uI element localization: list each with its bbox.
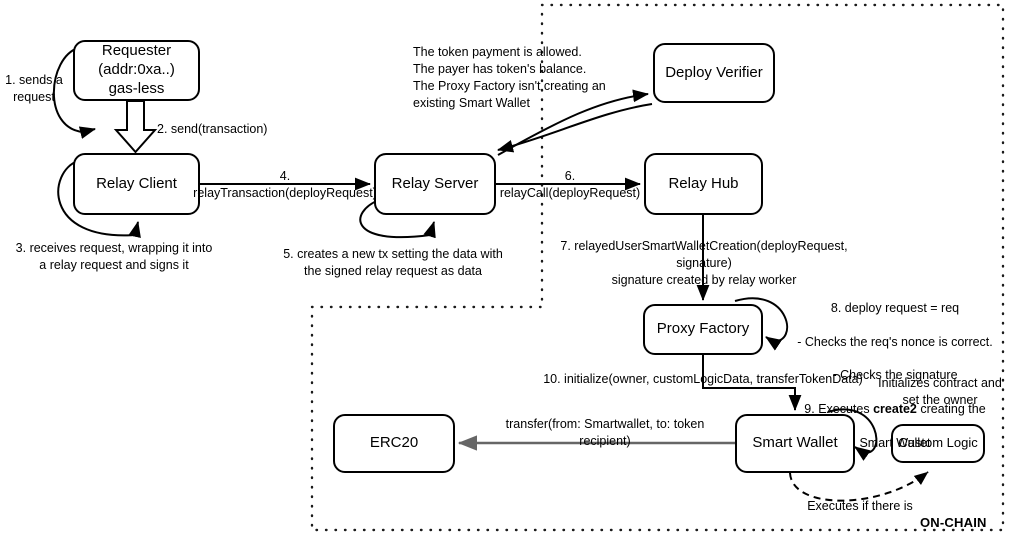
edge-smart-wallet-self bbox=[827, 408, 878, 461]
node-relay-client-label: Relay Client bbox=[96, 174, 177, 192]
node-smart-wallet[interactable]: Smart Wallet bbox=[735, 414, 855, 473]
label-step2: 2. send(transaction) bbox=[157, 122, 268, 136]
edge-step3 bbox=[57, 160, 141, 239]
label-transfer: transfer(from: Smartwallet, to: token re… bbox=[505, 417, 705, 448]
note-proxy-factory-line3: - Checks the signature bbox=[832, 368, 958, 383]
edge-step1 bbox=[52, 47, 96, 139]
node-proxy-factory-label: Proxy Factory bbox=[656, 320, 750, 338]
node-relay-hub-label: Relay Hub bbox=[668, 174, 739, 192]
label-initializes-contract: Initializes contract and set the owner bbox=[878, 376, 1002, 407]
node-requester-label: Requester (addr:0xa..) gas-less bbox=[98, 42, 175, 97]
node-deploy-verifier-label: Deploy Verifier bbox=[665, 63, 763, 81]
label-step5: 5. creates a new tx setting the data wit… bbox=[283, 247, 503, 278]
node-erc20-label: ERC20 bbox=[369, 434, 419, 452]
node-requester[interactable]: Requester (addr:0xa..) gas-less bbox=[73, 40, 200, 101]
note-proxy-factory-line4-pre: 9. Executes bbox=[804, 402, 874, 417]
node-smart-wallet-label: Smart Wallet bbox=[752, 434, 838, 452]
node-relay-hub[interactable]: Relay Hub bbox=[644, 153, 763, 215]
node-relay-client[interactable]: Relay Client bbox=[73, 153, 200, 215]
node-custom-logic-label: Custom Logic bbox=[898, 435, 978, 451]
note-proxy-factory-line4-post: creating the bbox=[916, 402, 986, 417]
label-step10: 10. initialize(owner, customLogicData, t… bbox=[543, 372, 863, 386]
edge-step2 bbox=[113, 100, 158, 154]
node-custom-logic[interactable]: Custom Logic bbox=[891, 424, 985, 463]
node-proxy-factory[interactable]: Proxy Factory bbox=[643, 304, 763, 355]
node-relay-server-label: Relay Server bbox=[391, 174, 479, 192]
node-deploy-verifier[interactable]: Deploy Verifier bbox=[653, 43, 775, 103]
node-relay-server[interactable]: Relay Server bbox=[374, 153, 496, 215]
label-executes-if-there-is: Executes if there is bbox=[807, 499, 913, 513]
note-proxy-factory: 8. deploy request = req - Checks the req… bbox=[784, 283, 1006, 452]
edge-step10 bbox=[702, 355, 802, 411]
edge-step5 bbox=[359, 199, 436, 239]
edge-deploy-verifier-response bbox=[497, 103, 653, 153]
note-deploy-verifier: The token payment is allowed. The payer … bbox=[413, 45, 606, 110]
label-step7: 7. relayedUserSmartWalletCreation(deploy… bbox=[560, 239, 848, 287]
edge-executes-custom-logic bbox=[789, 471, 929, 502]
label-step6: 6. relayCall(deployRequest) bbox=[499, 169, 641, 200]
node-erc20[interactable]: ERC20 bbox=[333, 414, 455, 473]
label-step1: 1. sends a request bbox=[5, 73, 63, 104]
label-step4: 4. relayTransaction(deployRequest) bbox=[193, 169, 377, 200]
note-proxy-factory-line1: 8. deploy request = req bbox=[830, 300, 960, 315]
note-proxy-factory-create2: create2 bbox=[873, 402, 917, 417]
edge-proxy-factory-self bbox=[734, 297, 789, 351]
label-step3: 3. receives request, wrapping it into a … bbox=[15, 241, 213, 272]
label-on-chain: ON-CHAIN bbox=[920, 515, 987, 530]
note-proxy-factory-line2: - Checks the req's nonce is correct. bbox=[797, 334, 993, 349]
note-proxy-factory-line5: Smart Wallet bbox=[859, 435, 931, 450]
